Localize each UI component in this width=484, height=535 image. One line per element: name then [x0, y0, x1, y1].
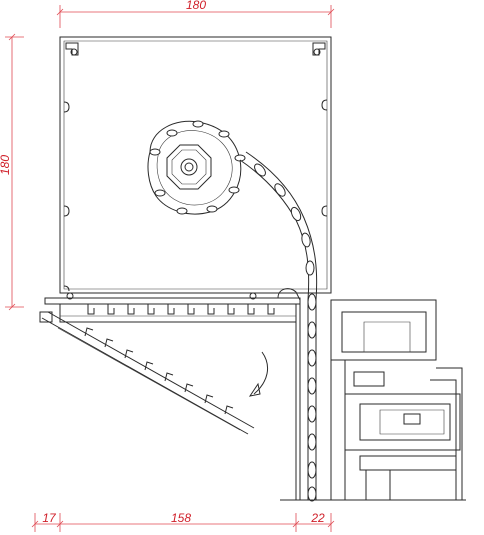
dimension-top-label: 180	[186, 0, 206, 12]
shutter-box-housing	[59, 36, 332, 300]
inspection-cover-closed	[44, 288, 301, 323]
window-frame-profile	[280, 299, 466, 501]
opening-direction-arrow	[248, 351, 269, 397]
dimension-bottom-left-label: 17	[42, 511, 57, 525]
dimension-bottom: 17 158 22	[31, 511, 335, 532]
dimension-bottom-middle-label: 158	[171, 511, 191, 525]
rolled-curtain-slats	[147, 120, 246, 215]
inspection-cover-open	[39, 311, 255, 435]
octagonal-axle	[166, 144, 212, 190]
hanging-curtain	[239, 151, 318, 502]
dimension-left: 180	[0, 33, 24, 311]
dimension-bottom-right-label: 22	[310, 511, 325, 525]
dimension-left-label: 180	[0, 155, 12, 175]
dimension-top: 180	[56, 0, 335, 28]
